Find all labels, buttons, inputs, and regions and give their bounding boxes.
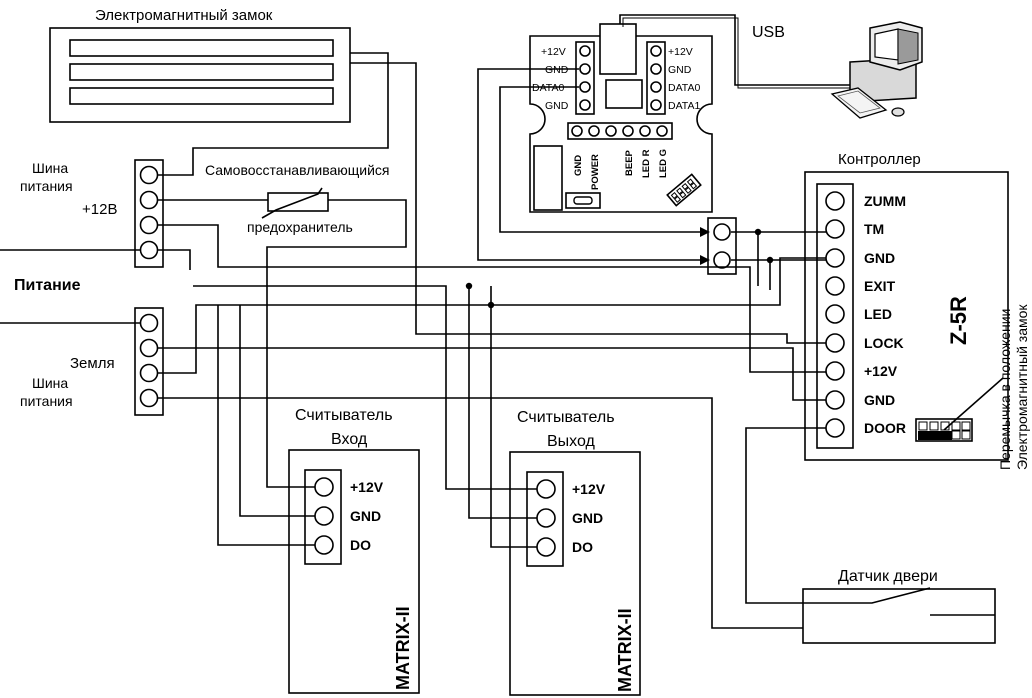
reader-in-pin-do: DO [350, 537, 371, 553]
bus-bottom-label-2: питания [20, 393, 73, 409]
ctrl-term-gnd: GND [864, 250, 895, 266]
power-bus-plus12 [134, 159, 164, 268]
usb-label: USB [752, 24, 785, 41]
controller-model: Z-5R [946, 296, 971, 345]
reader-in-title-2: Вход [331, 431, 368, 448]
door-sensor: Датчик двери [802, 568, 996, 644]
bus-bottom-label-1: Шина [32, 375, 68, 391]
reader-out-title-2: Выход [547, 433, 596, 450]
reader-out-title-1: Считыватель [517, 409, 615, 426]
ctrl-term-12v: +12V [864, 363, 898, 379]
reader-in-pin-gnd: GND [350, 508, 381, 524]
fuse-label-2: предохранитель [247, 219, 353, 235]
power-bus-ground [134, 307, 164, 416]
bus-top-label-2: питания [20, 178, 73, 194]
reader-out-model: MATRIX-II [615, 608, 635, 692]
ctrl-term-lock: LOCK [864, 335, 904, 351]
conv-left-pin-1: +12V [541, 46, 566, 58]
conv-right-pin-3: DATA0 [668, 82, 700, 94]
resettable-fuse: Самовосстанавливающийся предохранитель [205, 162, 390, 235]
reader-out-pin-12v: +12V [572, 481, 606, 497]
controller-title: Контроллер [838, 151, 921, 168]
electromagnetic-lock: Электромагнитный замок [49, 7, 351, 123]
conv-left-pin-2: GND [545, 64, 569, 76]
jumper-note-2: Электромагнитный замок [1014, 304, 1030, 470]
conv-led-2: POWER [590, 154, 601, 190]
ctrl-term-exit: EXIT [864, 278, 896, 294]
ctrl-term-tm: TM [864, 221, 884, 237]
fuse-label-1: Самовосстанавливающийся [205, 162, 390, 178]
lock-title: Электромагнитный замок [95, 7, 273, 24]
conv-right-pin-2: GND [668, 64, 692, 76]
jumper-note-1: Перемычка в положении [997, 309, 1013, 470]
conv-led-4: LED R [641, 149, 652, 178]
ctrl-term-led: LED [864, 306, 892, 322]
conv-right-pin-4: DATA1 [668, 100, 700, 112]
wires [158, 52, 826, 629]
reader-in-pin-12v: +12V [350, 479, 384, 495]
conv-left-pin-4: GND [545, 100, 569, 112]
ctrl-term-zumm: ZUMM [864, 193, 906, 209]
ground-label: Земля [70, 355, 115, 372]
ctrl-term-door: DOOR [864, 420, 906, 436]
reader-in-model: MATRIX-II [393, 606, 413, 690]
ctrl-term-gnd2: GND [864, 392, 895, 408]
computer-icon [830, 21, 923, 119]
controller-z5r: Контроллер ZUMM TM GND EXIT LED LOCK +12… [804, 151, 1030, 470]
conv-led-5: LED G [658, 149, 669, 178]
conv-left-pin-3: DATA0 [532, 82, 564, 94]
terminal-block-2 [707, 217, 737, 275]
conv-right-pin-1: +12V [668, 46, 693, 58]
reader-entrance: Считыватель Вход +12V GND DO MATRIX-II [288, 407, 420, 694]
reader-out-pin-do: DO [572, 539, 593, 555]
power-label: Питание [14, 277, 81, 294]
usb-converter: +12V GND DATA0 GND +12V GND DATA0 DATA1 … [529, 23, 713, 213]
conv-led-1: GND [573, 155, 584, 176]
door-sensor-title: Датчик двери [838, 568, 938, 585]
reader-in-title-1: Считыватель [295, 407, 393, 424]
reader-exit: Считыватель Выход +12V GND DO MATRIX-II [509, 409, 641, 696]
plus12-label: +12В [82, 201, 117, 218]
bus-top-label-1: Шина [32, 160, 68, 176]
reader-out-pin-gnd: GND [572, 510, 603, 526]
conv-led-3: BEEP [624, 149, 635, 176]
